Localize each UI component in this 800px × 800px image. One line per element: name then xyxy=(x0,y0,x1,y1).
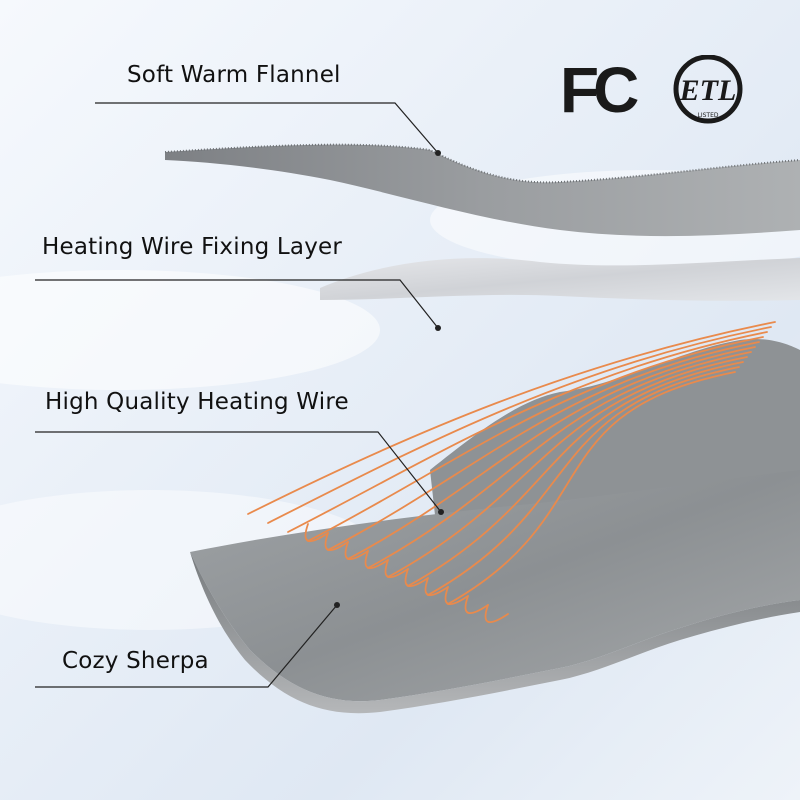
heating-wire-loop xyxy=(464,595,489,615)
heating-wire-strand xyxy=(287,331,768,533)
label-high-quality-heating-wire: High Quality Heating Wire xyxy=(45,389,349,415)
leader-line-fixing xyxy=(35,279,439,329)
fcc-logo: FC xyxy=(560,55,638,126)
flannel-edge xyxy=(164,143,800,184)
heating-wire-strand xyxy=(267,326,772,524)
sherpa-edge xyxy=(190,552,800,714)
etl-logo-text: ETL xyxy=(679,74,737,107)
etl-listed-text: LISTED xyxy=(698,112,719,119)
heating-wire-strand xyxy=(327,341,760,551)
heating-wire-loop xyxy=(484,604,509,624)
heating-wire-strand xyxy=(447,371,736,605)
flannel-layer xyxy=(165,144,800,237)
etl-logo: ETL LISTED xyxy=(673,55,743,124)
heating-wire-strand xyxy=(347,346,756,560)
heating-wire xyxy=(247,321,776,624)
heating-wire-strand xyxy=(307,336,764,542)
leader-line-wire xyxy=(35,431,442,513)
leader-dot xyxy=(435,325,441,331)
certification-logos: FC ETL LISTED xyxy=(560,55,743,126)
label-heating-wire-fixing-layer: Heating Wire Fixing Layer xyxy=(42,234,343,260)
leader-line-flannel xyxy=(95,102,439,154)
background-glow xyxy=(0,270,380,390)
sherpa-layer xyxy=(190,470,800,702)
leader-lines xyxy=(35,102,442,688)
leader-line-sherpa xyxy=(35,604,338,688)
leader-dot xyxy=(435,150,441,156)
heating-wire-strand xyxy=(387,356,748,578)
heating-wire-strand xyxy=(427,366,740,596)
leader-dot xyxy=(334,602,340,608)
leader-dot xyxy=(438,509,444,515)
label-soft-warm-flannel: Soft Warm Flannel xyxy=(127,62,341,88)
heating-wire-strand xyxy=(247,321,776,515)
heating-wire-strand xyxy=(407,361,744,587)
fixing-layer xyxy=(320,258,800,301)
label-cozy-sherpa: Cozy Sherpa xyxy=(62,648,209,674)
heating-wire-strand xyxy=(367,351,752,569)
